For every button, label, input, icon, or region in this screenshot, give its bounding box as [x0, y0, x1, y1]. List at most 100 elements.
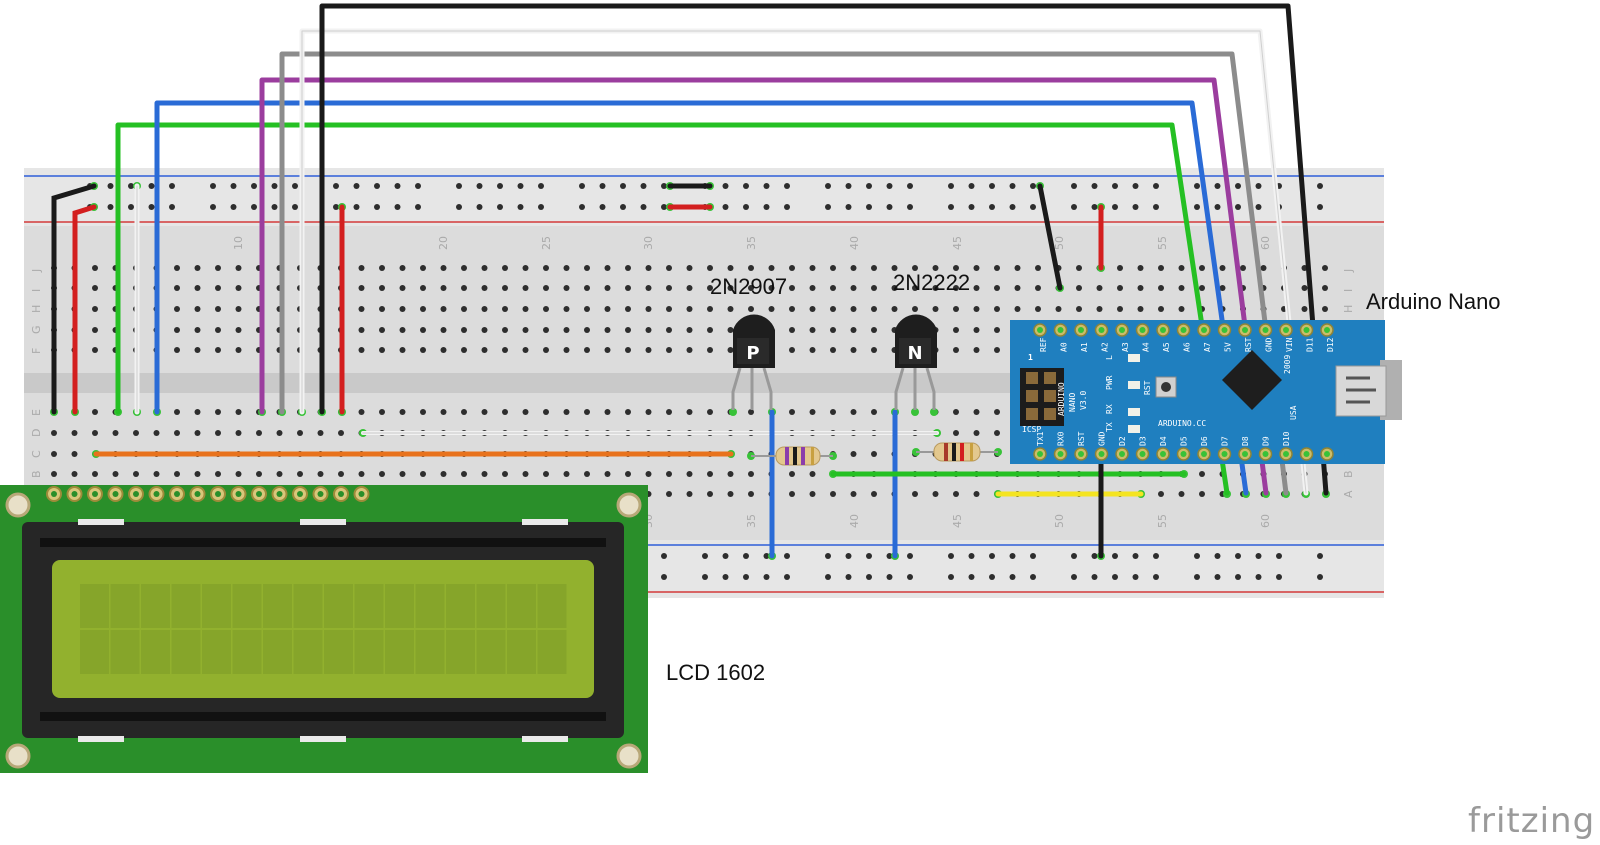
breadboard-hole	[994, 265, 1000, 271]
breadboard-hole	[748, 265, 754, 271]
row-letter-right: J	[1342, 269, 1355, 273]
breadboard-hole	[1055, 306, 1062, 312]
rail-hole	[661, 574, 667, 580]
breadboard-hole	[92, 409, 98, 415]
breadboard-hole	[174, 347, 180, 353]
rail-hole	[825, 204, 831, 210]
breadboard-hole	[1178, 491, 1185, 497]
breadboard-hole	[625, 306, 631, 312]
breadboard-hole	[686, 471, 693, 477]
rail-hole	[1214, 553, 1221, 559]
breadboard-hole	[174, 327, 180, 333]
breadboard-hole	[133, 430, 139, 436]
rail-hole	[661, 553, 667, 559]
lcd-char-cell	[141, 630, 170, 674]
rail-hole	[1091, 553, 1098, 559]
breadboard-hole	[953, 265, 959, 271]
rail-hole	[1235, 553, 1241, 559]
wire-purple-d5	[259, 77, 1269, 496]
column-number-top: 35	[745, 236, 758, 250]
breadboard-hole	[420, 471, 426, 477]
breadboard-hole	[194, 285, 201, 291]
wire-black-d2	[319, 3, 1329, 496]
breadboard-hole	[768, 265, 775, 271]
breadboard-hole	[338, 430, 344, 436]
rail-hole	[948, 183, 954, 189]
breadboard-hole	[973, 327, 980, 333]
breadboard-hole	[440, 285, 447, 291]
rail-hole	[825, 574, 831, 580]
breadboard-hole	[1199, 285, 1205, 291]
wire-blue-d6	[154, 100, 1249, 496]
breadboard-hole	[707, 327, 713, 333]
rail-hole	[517, 204, 524, 210]
nano-silkscreen: 1 ICSP ARDUINO NANO V3.0 ARDUINO.CC L PW…	[1022, 353, 1298, 434]
rail-hole	[1153, 574, 1159, 580]
breadboard-hole	[215, 471, 221, 477]
wire-black-nano-gnd	[1037, 183, 1063, 291]
breadboard-hole	[461, 347, 467, 353]
rail-hole	[1132, 183, 1139, 189]
nano-top-pin-label: A7	[1203, 342, 1212, 352]
breadboard-hole	[112, 430, 119, 436]
breadboard-hole	[707, 409, 713, 415]
breadboard-hole	[543, 409, 549, 415]
lcd-char-cell	[110, 584, 140, 628]
breadboard-hole	[748, 409, 754, 415]
breadboard-hole	[194, 430, 201, 436]
nano-bottom-pin-label: D8	[1241, 436, 1250, 446]
board-text-1: ARDUINO	[1057, 382, 1066, 416]
rail-hole	[148, 204, 155, 210]
rail-hole	[1255, 574, 1262, 580]
breadboard-hole	[461, 409, 467, 415]
breadboard-hole	[994, 306, 1000, 312]
breadboard-hole	[871, 409, 877, 415]
rail-hole	[1214, 574, 1221, 580]
row-letter-left: D	[30, 429, 43, 437]
breadboard-hole	[994, 409, 1000, 415]
breadboard-hole	[174, 471, 180, 477]
led-pwr	[1128, 381, 1140, 389]
rail-hole	[292, 204, 298, 210]
breadboard-hole	[809, 327, 816, 333]
breadboard-hole	[1014, 306, 1021, 312]
rail-hole	[497, 204, 503, 210]
nano-top-pin-label: D12	[1326, 337, 1335, 352]
rail-hole	[948, 553, 954, 559]
rail-hole	[1194, 574, 1200, 580]
breadboard-hole	[850, 451, 857, 457]
breadboard-hole	[666, 265, 672, 271]
row-letter-left: I	[30, 289, 43, 292]
breadboard-hole	[215, 327, 221, 333]
breadboard-hole	[707, 285, 713, 291]
rail-hole	[1009, 553, 1016, 559]
rail-hole	[128, 183, 134, 189]
breadboard-hole	[1178, 285, 1185, 291]
rail-hole	[743, 553, 749, 559]
breadboard-hole	[481, 327, 488, 333]
breadboard-hole	[973, 409, 980, 415]
rail-hole	[866, 183, 872, 189]
breadboard-hole	[502, 409, 508, 415]
row-letter-left: E	[30, 409, 43, 416]
breadboard-hole	[604, 347, 611, 353]
rail-hole	[845, 574, 852, 580]
rail-hole	[1194, 204, 1200, 210]
breadboard-hole	[912, 265, 918, 271]
breadboard-hole	[92, 430, 98, 436]
rail-hole	[415, 183, 421, 189]
breadboard-hole	[850, 347, 857, 353]
breadboard-hole	[194, 306, 201, 312]
breadboard-hole	[1035, 265, 1041, 271]
lcd-char-cell	[171, 584, 201, 628]
breadboard-hole	[522, 306, 529, 312]
breadboard-hole	[953, 409, 959, 415]
breadboard-hole	[563, 471, 570, 477]
lcd-char-cell	[354, 584, 384, 628]
breadboard-hole	[399, 327, 406, 333]
rail-hole	[866, 574, 872, 580]
rail-hole	[1091, 204, 1098, 210]
rail-hole	[722, 204, 729, 210]
breadboard-hole	[1178, 265, 1185, 271]
rail-hole	[886, 574, 893, 580]
